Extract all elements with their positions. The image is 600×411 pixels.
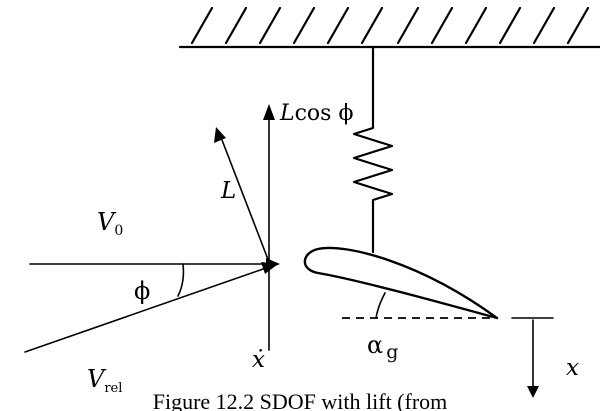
label-v0: V0 <box>97 208 123 239</box>
alpha-angle-arc <box>375 292 386 319</box>
displacement-x-arrow <box>527 319 539 398</box>
lcosphi-arrow <box>263 104 275 265</box>
v0-arrow <box>29 258 280 270</box>
spring <box>352 45 394 254</box>
ceiling-support <box>178 6 600 49</box>
ceiling-hatching <box>190 6 590 45</box>
figure-caption: Figure 12.2 SDOF with lift (from <box>153 389 448 411</box>
airfoil <box>303 246 499 320</box>
label-xdot: ẋ <box>252 347 265 373</box>
phi-angle-arc <box>177 263 185 297</box>
label-phi: ϕ <box>134 277 150 305</box>
label-lift: L <box>220 178 236 204</box>
label-x: x <box>566 355 579 381</box>
label-lcosphi: Lcos ϕ <box>279 101 353 126</box>
lift-arrow <box>214 127 270 263</box>
label-vrel: Vrel <box>87 365 122 396</box>
vrel-arrow <box>24 262 278 353</box>
